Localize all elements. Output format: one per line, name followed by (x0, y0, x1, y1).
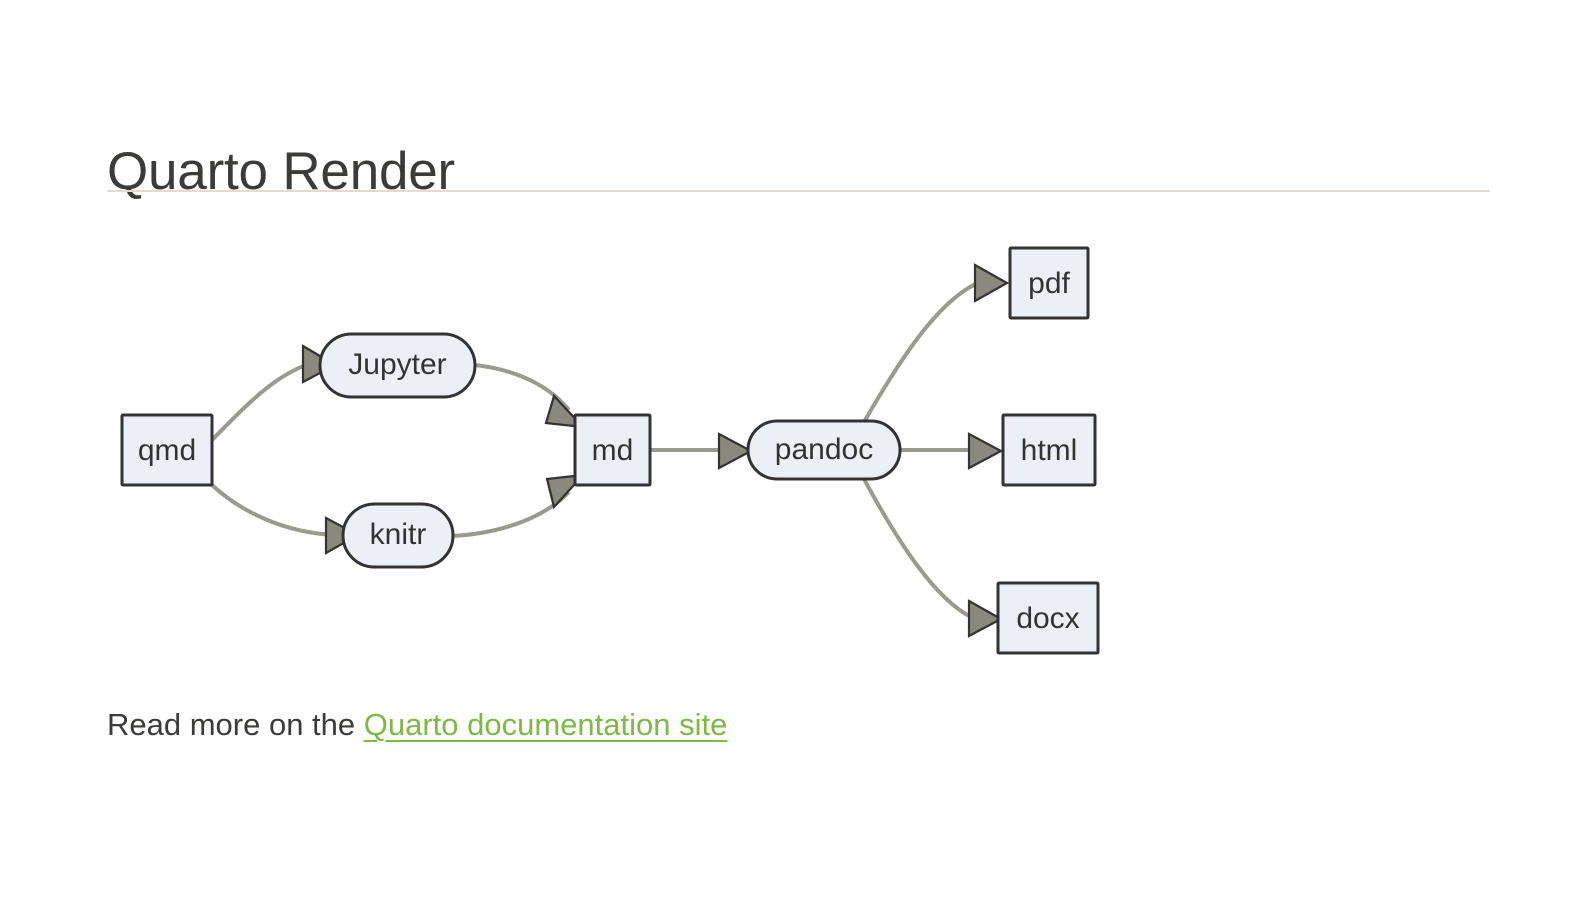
node-pandoc-shape (746, 419, 902, 481)
node-html-shape (1001, 413, 1097, 487)
title-divider (107, 190, 1490, 192)
arrowhead-pandoc-to-pdf (973, 263, 1010, 303)
quarto-render-diagram: qmd Jupyter knitr md pandoc (107, 215, 1167, 655)
arrowhead-pandoc-to-html (967, 432, 1004, 470)
node-jupyter-label: Jupyter (348, 348, 446, 381)
node-pdf[interactable]: pdf (1008, 246, 1090, 320)
arrowhead-md-to-pandoc (717, 432, 754, 470)
node-qmd-label: qmd (138, 434, 196, 467)
edge-jupyter-to-md (474, 363, 571, 412)
page-title: Quarto Render (107, 141, 455, 201)
node-pandoc-label: pandoc (775, 433, 873, 466)
arrowhead-pandoc-to-docx (967, 599, 1004, 638)
node-md-label: md (592, 434, 634, 467)
node-knitr-label: knitr (370, 518, 427, 551)
node-pdf-shape (1008, 246, 1090, 320)
node-html[interactable]: html (1001, 413, 1097, 487)
edge-pandoc-to-pdf (862, 280, 981, 424)
node-pdf-label: pdf (1028, 267, 1070, 300)
node-pandoc[interactable]: pandoc (746, 419, 902, 481)
node-qmd[interactable]: qmd (120, 413, 214, 487)
footer-paragraph: Read more on the Quarto documentation si… (107, 703, 727, 747)
node-jupyter[interactable]: Jupyter (318, 332, 477, 399)
edge-qmd-to-knitr (210, 483, 336, 537)
quarto-documentation-link[interactable]: Quarto documentation site (363, 707, 728, 742)
node-docx[interactable]: docx (996, 581, 1100, 655)
flowchart-svg: qmd Jupyter knitr md pandoc (120, 246, 1100, 655)
footer-lead-text: Read more on the (107, 707, 364, 742)
node-jupyter-shape (318, 332, 477, 399)
edge-qmd-to-jupyter (210, 361, 313, 442)
node-docx-shape (996, 581, 1100, 655)
edge-pandoc-to-docx (862, 478, 974, 620)
node-knitr-shape (341, 502, 455, 569)
node-md-shape (573, 413, 652, 487)
node-qmd-shape (120, 413, 214, 487)
node-docx-label: docx (1016, 602, 1079, 635)
node-html-label: html (1021, 434, 1078, 467)
node-knitr[interactable]: knitr (341, 502, 455, 569)
node-md[interactable]: md (573, 413, 652, 487)
